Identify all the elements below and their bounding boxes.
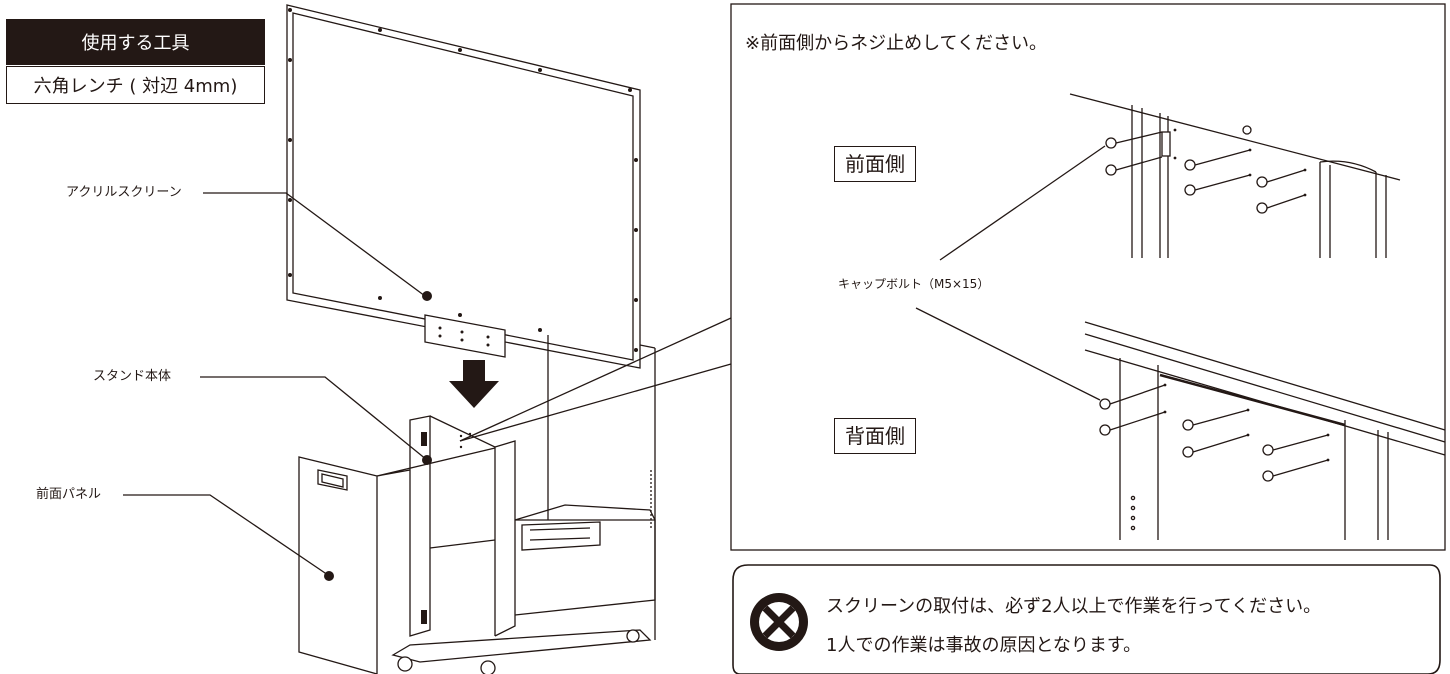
tools-item: 六角レンチ ( 対辺 4mm): [6, 66, 265, 104]
acrylic-screen-label: アクリルスクリーン: [66, 185, 182, 200]
front-side-detail: [1069, 93, 1401, 258]
cap-bolt-label: キャップボルト（M5×15）: [838, 277, 990, 291]
front-panel-label: 前面パネル: [36, 487, 102, 502]
acrylic-screen-illustration: [286, 4, 641, 369]
prohibited-icon: [750, 593, 808, 651]
front-side-label: 前面側: [834, 146, 916, 182]
stand-body-illustration: [391, 335, 656, 674]
back-side-detail: [1084, 321, 1446, 540]
screw-note: ※前面側からネジ止めしてください。: [745, 33, 1048, 54]
front-panel-illustration: [298, 447, 496, 674]
stand-body-label: スタンド本体: [93, 369, 172, 384]
warning-line-1: スクリーンの取付は、必ず2人以上で作業を行ってください。: [826, 596, 1322, 617]
warning-line-2: 1人での作業は事故の原因となります。: [826, 635, 1142, 656]
back-side-label: 背面側: [834, 418, 916, 454]
tools-header: 使用する工具: [6, 19, 265, 65]
